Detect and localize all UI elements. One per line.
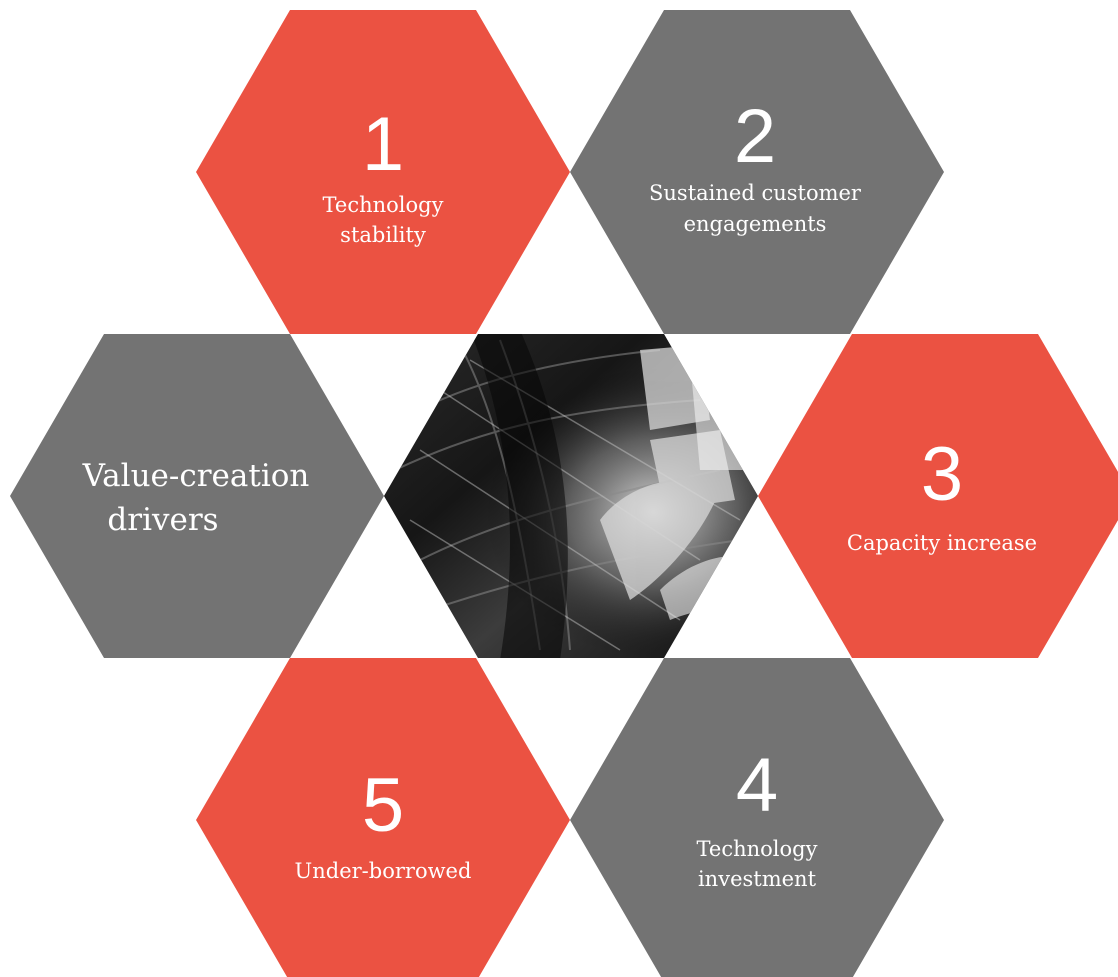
- driver-label-4-line2: investment: [698, 867, 817, 891]
- hex-shape-3: [758, 334, 1118, 658]
- driver-number-2: 2: [734, 94, 776, 179]
- hex-shape-1: [196, 10, 570, 334]
- center-title-hex: Value-creation drivers: [10, 334, 384, 658]
- diagram-title-line2: drivers: [107, 502, 218, 538]
- driver-label-2-line1: Sustained customer: [649, 181, 862, 205]
- driver-hex-1: 1 Technology stability: [196, 10, 570, 334]
- driver-label-1-line2: stability: [340, 223, 426, 247]
- driver-number-4: 4: [736, 743, 778, 828]
- driver-label-2-line2: engagements: [684, 212, 827, 236]
- diagram-title-line1: Value-creation: [82, 458, 310, 494]
- driver-label-1-line1: Technology: [323, 193, 444, 217]
- hex-shape-5: [196, 658, 570, 977]
- driver-hex-3: 3 Capacity increase: [758, 334, 1118, 658]
- hex-shape-2: [570, 10, 944, 334]
- driver-hex-5: 5 Under-borrowed: [196, 658, 570, 977]
- center-photo-hex: [384, 334, 758, 658]
- driver-hex-4: 4 Technology investment: [570, 658, 944, 977]
- hex-shape-4: [570, 658, 944, 977]
- turbine-blades-photo: [384, 334, 758, 658]
- driver-label-5-line1: Under-borrowed: [295, 859, 472, 883]
- driver-label-3-line1: Capacity increase: [847, 531, 1037, 555]
- driver-number-3: 3: [921, 432, 963, 517]
- driver-number-1: 1: [362, 102, 404, 187]
- driver-label-4-line1: Technology: [697, 837, 818, 861]
- driver-hex-2: 2 Sustained customer engagements: [570, 10, 944, 334]
- hex-shape-title: [10, 334, 384, 658]
- driver-number-5: 5: [362, 763, 404, 848]
